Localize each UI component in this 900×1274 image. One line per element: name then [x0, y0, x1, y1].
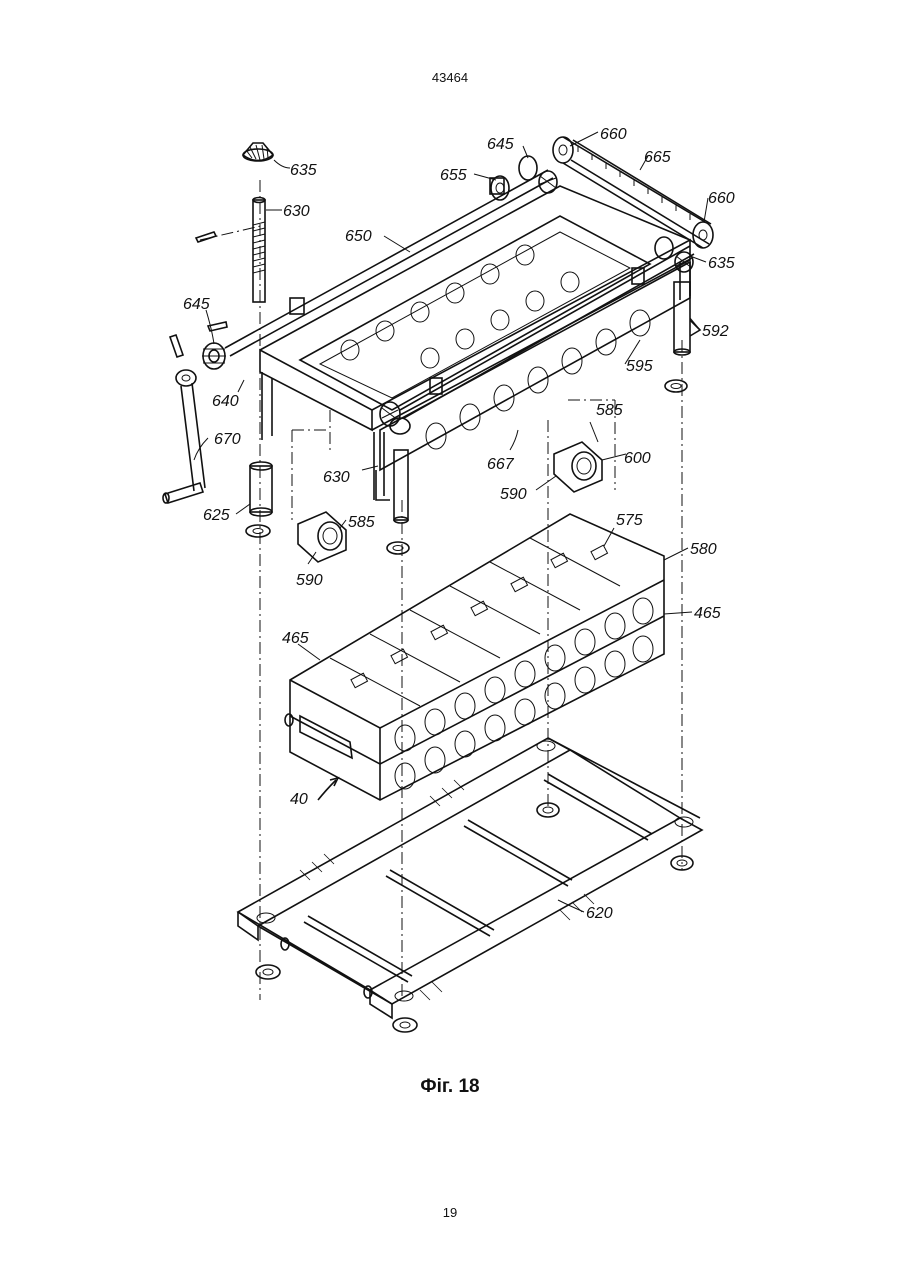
label-650: 650 [345, 228, 372, 245]
cassette-assembly-40 [285, 514, 664, 800]
label-590-right: 590 [500, 486, 527, 503]
label-660-top: 660 [600, 126, 627, 143]
tray-holes [341, 245, 579, 368]
label-590-left: 590 [296, 572, 323, 589]
base-frame-620 [238, 738, 702, 1018]
label-585-right: 585 [596, 402, 623, 419]
label-630-top: 630 [283, 203, 310, 220]
label-585-left: 585 [348, 514, 375, 531]
label-645-left: 645 [183, 296, 210, 313]
page-number: 19 [0, 1205, 900, 1220]
figure-caption: Фіг. 18 [0, 1076, 900, 1098]
label-630-lower: 630 [323, 469, 350, 486]
label-660-right: 660 [708, 190, 735, 207]
label-645-top: 645 [487, 136, 514, 153]
label-40: 40 [290, 791, 308, 808]
sprocket-660-right [693, 222, 713, 248]
label-600: 600 [624, 450, 651, 467]
label-465-right: 465 [694, 605, 721, 622]
label-655: 655 [440, 167, 467, 184]
label-667: 667 [487, 456, 515, 473]
label-640: 640 [212, 393, 239, 410]
bevel-gear-635 [243, 143, 273, 161]
cassette-cells [395, 598, 653, 789]
label-635-right: 635 [708, 255, 735, 272]
sleeve-585-590-left [298, 512, 346, 562]
label-575: 575 [616, 512, 643, 529]
label-595: 595 [626, 358, 653, 375]
label-620: 620 [586, 905, 613, 922]
label-670: 670 [214, 431, 241, 448]
label-592: 592 [702, 323, 729, 340]
crank-handle-670 [163, 370, 205, 503]
lead-screw-630 [196, 198, 265, 303]
label-665: 665 [644, 149, 671, 166]
gear-645-left [170, 322, 227, 369]
label-465-left: 465 [282, 630, 309, 647]
sleeve-585-600-right [554, 442, 602, 492]
label-635-top: 635 [290, 162, 317, 179]
gear-645-top [519, 156, 557, 193]
pillar-592 [674, 282, 700, 355]
bushing-625 [250, 462, 272, 516]
label-580: 580 [690, 541, 717, 558]
arrow-40 [318, 778, 338, 800]
chain-665 [563, 137, 711, 248]
label-625: 625 [203, 507, 230, 524]
